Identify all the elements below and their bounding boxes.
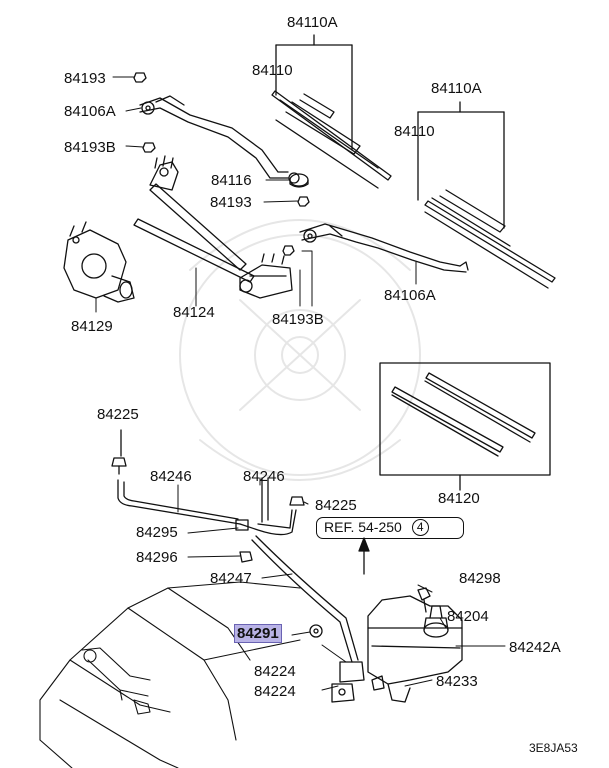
cap-84116: [289, 173, 309, 188]
reference-text: REF. 54-250: [324, 519, 402, 535]
vehicle-location-outline: [39, 581, 301, 768]
label-84247[interactable]: 84247: [210, 570, 252, 587]
label-84106A-right[interactable]: 84106A: [384, 287, 436, 304]
label-84246-b[interactable]: 84246: [243, 468, 285, 485]
diagram-code: 3E8JA53: [529, 741, 578, 755]
label-84116[interactable]: 84116: [211, 172, 252, 189]
reference-arrow: [358, 537, 370, 575]
label-84246-a[interactable]: 84246: [150, 468, 192, 485]
label-84225-b[interactable]: 84225: [315, 497, 357, 514]
wiper-blade-right: [424, 189, 556, 289]
wiper-linkage-84124: [133, 155, 293, 299]
wiper-arm-top: [139, 95, 300, 184]
label-84298[interactable]: 84298: [459, 570, 501, 587]
label-84296[interactable]: 84296: [136, 549, 178, 566]
washer-reservoir-84242A: [331, 587, 463, 703]
label-84106A-top[interactable]: 84106A: [64, 103, 116, 120]
label-84110-right[interactable]: 84110: [394, 123, 435, 140]
wiper-arm-right: [299, 223, 469, 273]
label-84225-a[interactable]: 84225: [97, 406, 139, 423]
label-84204[interactable]: 84204: [447, 608, 489, 625]
label-84291-highlighted[interactable]: 84291: [234, 624, 282, 643]
leader-84110A-top: [275, 34, 353, 151]
label-84193-b[interactable]: 84193: [210, 194, 252, 211]
label-84224-a[interactable]: 84224: [254, 663, 296, 680]
nut-84193-top: [133, 72, 147, 83]
label-84193-a[interactable]: 84193: [64, 70, 106, 87]
label-84224-b[interactable]: 84224: [254, 683, 296, 700]
wiper-blade-top: [271, 90, 392, 189]
label-84295[interactable]: 84295: [136, 524, 178, 541]
label-84124[interactable]: 84124: [173, 304, 215, 321]
label-84120[interactable]: 84120: [438, 490, 480, 507]
leader-lines-top: [95, 76, 417, 313]
wiper-motor-84129: [63, 221, 135, 303]
inset-refill-84120: [379, 362, 551, 491]
watermark: [179, 219, 421, 481]
label-84110A-right[interactable]: 84110A: [431, 80, 482, 97]
nut-84193B-bottom: [282, 245, 295, 256]
reference-circle-number: 4: [411, 519, 429, 536]
label-84233[interactable]: 84233: [436, 673, 478, 690]
reference-box[interactable]: REF. 54-250 4: [316, 517, 464, 539]
washer-hoses: [111, 429, 359, 663]
label-84110A-top[interactable]: 84110A: [287, 14, 338, 31]
nut-84193B-top: [142, 142, 156, 153]
nut-84193-mid: [297, 196, 310, 207]
label-84242A[interactable]: 84242A: [509, 639, 561, 656]
label-84193B-bottom[interactable]: 84193B: [272, 311, 324, 328]
leader-84110A-right: [417, 101, 505, 229]
label-84129[interactable]: 84129: [71, 318, 113, 335]
label-84193B-top[interactable]: 84193B: [64, 139, 116, 156]
label-84110-top[interactable]: 84110: [252, 62, 293, 79]
